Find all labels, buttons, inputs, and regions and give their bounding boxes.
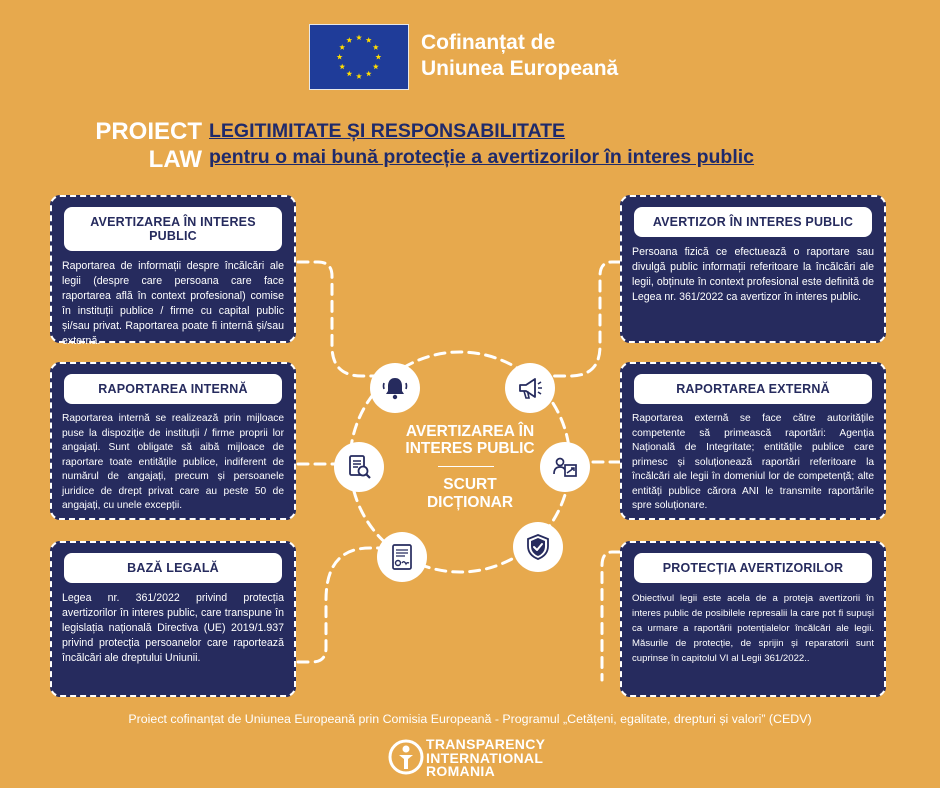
center-title-line1: AVERTIZAREA ÎN (405, 423, 535, 440)
transparency-logo-text: TRANSPARENCY INTERNATIONAL ROMANIA (426, 736, 546, 779)
eu-cofinance-label: Cofinanțat de Uniunea Europeană (421, 30, 681, 82)
eu-star (339, 63, 346, 70)
card-body-baza-legala: Legea nr. 361/2022 privind protecția ave… (62, 592, 284, 664)
card-raportarea-interna: Raportarea internă Raportarea internă se… (50, 362, 296, 520)
document-search-icon (349, 455, 371, 479)
project-title-line2[interactable]: pentru o mai bună protecție a avertizori… (209, 146, 755, 168)
center-sub-line2: DICȚIONAR (426, 494, 514, 511)
bell-icon-circle (370, 363, 420, 413)
card-title-avertizor: Avertizor în interes public (634, 207, 872, 237)
project-title-line1[interactable]: LEGITIMITATE ȘI RESPONSABILITATE (209, 120, 566, 142)
connector-top-right (528, 260, 622, 378)
eu-star (346, 37, 353, 43)
center-divider (438, 466, 494, 467)
transparency-logo-icon (388, 739, 424, 775)
eu-star (375, 53, 382, 60)
logo-line1: TRANSPARENCY (426, 736, 546, 752)
card-baza-legala: Bază legală Legea nr. 361/2022 privind p… (50, 541, 296, 697)
logo-line2: INTERNATIONAL (426, 749, 544, 766)
footer-cofinance-text: Proiect cofinanțat de Uniunea Europeană … (128, 712, 812, 726)
center-subtitle: SCURT DICȚIONAR (370, 476, 570, 512)
card-body-raportarea-externa: Raportarea externă se face către autorit… (632, 413, 874, 511)
user-report-icon (553, 457, 577, 477)
project-label-line2: LAW (148, 146, 202, 173)
connector-bottom-left (296, 546, 387, 664)
eu-star (372, 63, 379, 70)
card-body-avertizor: Persoana fizică ce efectuează o raportar… (632, 246, 874, 303)
eu-line2: Uniunea Europeană (421, 57, 619, 80)
shield-check-icon-circle (513, 522, 563, 572)
card-body-avertizarea: Raportarea de informații despre încălcăr… (62, 260, 284, 347)
eu-flag-icon (310, 25, 408, 89)
megaphone-icon (519, 378, 542, 399)
eu-star (356, 34, 362, 41)
card-body-raportarea-interna: Raportarea internă se realizează prin mi… (62, 413, 284, 511)
card-title-raportarea-interna: Raportarea internă (64, 374, 282, 404)
project-label: PROIECT LAW (80, 118, 202, 174)
eu-star (336, 53, 343, 60)
eu-star (346, 70, 353, 77)
document-search-icon-circle (334, 442, 384, 492)
center-title-line2: INTERES PUBLIC (405, 440, 535, 457)
contract-icon (392, 544, 412, 570)
card-raportarea-externa: Raportarea externă Raportarea externă se… (620, 362, 886, 520)
eu-star (372, 44, 379, 50)
card-title-baza-legala: Bază legală (64, 553, 282, 583)
connector-bottom-right (600, 550, 622, 682)
eu-star (365, 37, 372, 43)
eu-star (365, 70, 372, 77)
card-avertizarea: Avertizarea în interes public Raportarea… (50, 195, 296, 347)
project-label-line1: PROIECT (95, 118, 202, 145)
card-body-protectia: Obiectivul legii este acela de a proteja… (632, 593, 874, 664)
shield-check-icon (527, 534, 549, 560)
center-sub-line1: SCURT (443, 476, 497, 493)
card-title-protectia: Protecția avertizorilor (634, 553, 872, 583)
user-report-icon-circle (540, 442, 590, 492)
card-protectia: Protecția avertizorilor Obiectivul legii… (620, 541, 886, 697)
card-title-raportarea-externa: Raportarea externă (634, 374, 872, 404)
card-title-avertizarea: Avertizarea în interes public (64, 207, 282, 251)
eu-star (356, 73, 362, 79)
eu-line1: Cofinanțat de (421, 31, 556, 54)
center-title: AVERTIZAREA ÎN INTERES PUBLIC (370, 423, 570, 457)
logo-line3: ROMANIA (426, 763, 495, 779)
eu-flag-logo (309, 24, 409, 90)
bell-icon (382, 378, 408, 400)
contract-icon-circle (377, 532, 427, 582)
card-avertizor: Avertizor în interes public Persoana fiz… (620, 195, 886, 343)
eu-star (339, 44, 346, 50)
connector-top-left (296, 260, 392, 378)
megaphone-icon-circle (505, 363, 555, 413)
